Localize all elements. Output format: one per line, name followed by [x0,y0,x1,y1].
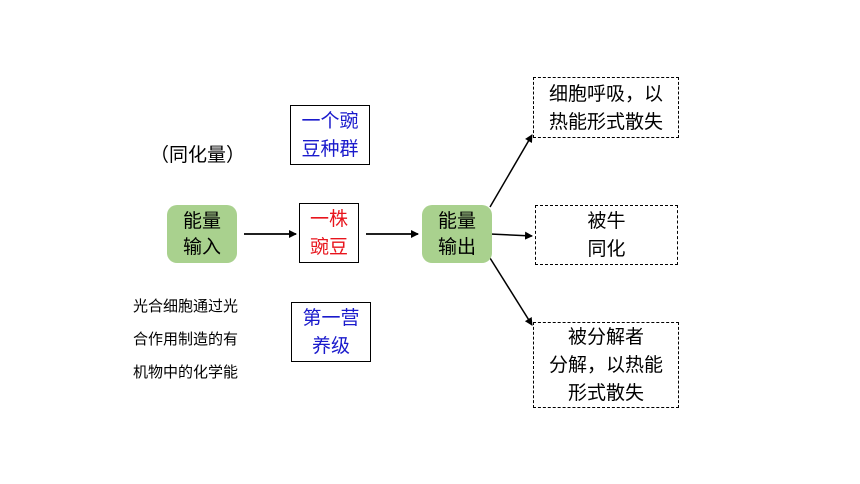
chemical-energy-note: 光合细胞通过光 合作用制造的有 机物中的化学能 [133,290,273,389]
energy-output-node: 能量 输出 [422,205,492,263]
decomposer-line3: 形式散失 [567,382,644,404]
outcome-respiration-box: 细胞呼吸，以 热能形式散失 [533,77,679,138]
cattle-line2: 同化 [587,238,626,260]
outcome-cattle-box: 被牛 同化 [535,205,678,265]
energy-output-line1: 能量 [437,210,476,232]
note-line3: 机物中的化学能 [133,363,239,381]
decomposer-line1: 被分解者 [567,326,644,348]
pea-population-box: 一个豌 豆种群 [290,105,370,165]
arrow-output-to-decomposer [489,257,533,326]
energy-output-line2: 输出 [437,236,476,258]
energy-input-node: 能量 输入 [167,205,237,263]
respiration-line1: 细胞呼吸，以 [548,82,663,105]
assimilation-label: （同化量） [150,144,246,166]
outcome-decomposer-box: 被分解者 分解，以热能 形式散失 [533,322,679,408]
arrow-output-to-cattle [489,231,533,240]
first-trophic-level-box: 第一营 养级 [291,302,371,362]
energy-input-line1: 能量 [182,210,221,232]
single-pea-line2: 豌豆 [309,236,348,258]
note-line1: 光合细胞通过光 [133,297,239,315]
cattle-line1: 被牛 [587,210,626,232]
respiration-line2: 热能形式散失 [548,110,663,133]
decomposer-line2: 分解，以热能 [548,354,663,376]
arrow-output-to-respiration [489,134,533,208]
pea-population-line2: 豆种群 [301,138,359,160]
single-pea-plant-box: 一株 豌豆 [299,203,359,263]
energy-input-line2: 输入 [182,236,221,258]
pea-population-line1: 一个豌 [301,110,359,132]
note-line2: 合作用制造的有 [133,330,239,348]
single-pea-line1: 一株 [309,208,348,230]
trophic-line1: 第一营 [302,307,360,329]
trophic-line2: 养级 [311,335,350,357]
